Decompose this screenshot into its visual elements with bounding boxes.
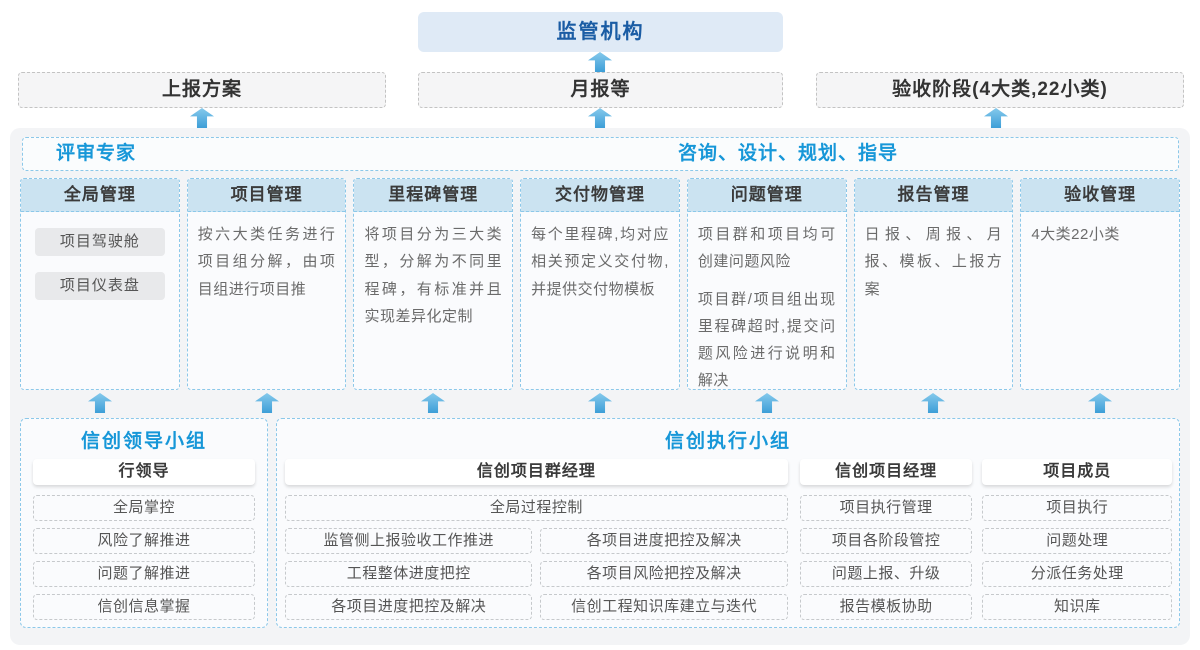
leadership-title: 信创领导小组 xyxy=(80,431,207,452)
column-paragraph: 按六大类任务进行项目组分解，由项目组进行项目推 xyxy=(197,226,336,298)
column-body: 按六大类任务进行项目组分解，由项目组进行项目推 xyxy=(188,212,346,322)
column-body: 项目群和项目均可创建问题风险 项目群/项目组出现里程碑超时,提交问题风险进行说明… xyxy=(688,212,846,390)
program-item-full: 全局过程控制 xyxy=(285,495,788,521)
report-box-acceptance: 验收阶段(4大类,22小类) xyxy=(816,72,1184,108)
leadership-group: 信创领导小组 行领导 全局掌控 风险了解推进 问题了解推进 信创信息掌握 xyxy=(20,418,268,628)
platform-container: 评审专家 咨询、设计、规划、指导 全局管理 项目驾驶舱 项目仪表盘 项目管理 按… xyxy=(10,128,1190,645)
arrow-up-icon xyxy=(190,108,214,128)
column-title: 报告管理 xyxy=(854,179,1013,212)
column-deliverable-mgmt: 交付物管理 每个里程碑,均对应相关预定义交付物,并提供交付物模板 xyxy=(520,178,680,390)
column-global-mgmt: 全局管理 项目驾驶舱 项目仪表盘 xyxy=(20,178,180,390)
program-item: 各项目风险把控及解决 xyxy=(540,561,788,587)
leadership-item: 信创信息掌握 xyxy=(33,594,255,620)
program-manager-column: 信创项目群经理 全局过程控制 监管侧上报验收工作推进 各项目进度把控及解决 工程… xyxy=(285,459,788,627)
leadership-item: 问题了解推进 xyxy=(33,561,255,587)
member-item: 知识库 xyxy=(982,594,1172,620)
pm-item: 报告模板协助 xyxy=(799,594,973,620)
global-pill-dashboard: 项目仪表盘 xyxy=(35,272,165,300)
program-item: 监管侧上报验收工作推进 xyxy=(285,528,533,554)
column-title: 交付物管理 xyxy=(521,179,679,212)
program-item: 信创工程知识库建立与迭代 xyxy=(540,594,788,620)
column-paragraph: 4大类22小类 xyxy=(1031,226,1120,243)
report-box-monthly: 月报等 xyxy=(418,72,783,108)
column-body: 日报、周报、月报、模板、上报方案 xyxy=(855,212,1013,322)
platform-header-band: 评审专家 咨询、设计、规划、指导 xyxy=(22,137,1179,171)
pm-item: 问题上报、升级 xyxy=(799,561,973,587)
column-title: 里程碑管理 xyxy=(354,179,513,212)
execution-columns: 信创项目群经理 全局过程控制 监管侧上报验收工作推进 各项目进度把控及解决 工程… xyxy=(277,459,1179,627)
column-paragraph: 项目群和项目均可创建问题风险 xyxy=(697,226,836,271)
column-body: 将项目分为三大类型，分解为不同里程碑，有标准并且实现差异化定制 xyxy=(354,212,512,349)
role-pill-bank-leader: 行领导 xyxy=(33,459,255,485)
module-columns: 全局管理 项目驾驶舱 项目仪表盘 项目管理 按六大类任务进行项目组分解，由项目组… xyxy=(20,178,1181,390)
pm-item: 项目执行管理 xyxy=(799,495,973,521)
member-item: 分派任务处理 xyxy=(982,561,1172,587)
arrow-up-icon xyxy=(984,108,1008,128)
regulator-box: 监管机构 xyxy=(418,12,783,52)
column-title: 项目管理 xyxy=(187,179,346,212)
column-report-mgmt: 报告管理 日报、周报、月报、模板、上报方案 xyxy=(853,178,1014,390)
execution-title: 信创执行小组 xyxy=(664,431,791,452)
arrow-up-icon xyxy=(588,52,612,72)
column-milestone-mgmt: 里程碑管理 将项目分为三大类型，分解为不同里程碑，有标准并且实现差异化定制 xyxy=(353,178,514,390)
consult-design-label: 咨询、设计、规划、指导 xyxy=(678,143,899,164)
column-title: 验收管理 xyxy=(1021,179,1180,212)
program-item: 各项目进度把控及解决 xyxy=(285,594,533,620)
pm-item: 项目各阶段管控 xyxy=(799,528,973,554)
column-issue-mgmt: 问题管理 项目群和项目均可创建问题风险 项目群/项目组出现里程碑超时,提交问题风… xyxy=(686,178,847,390)
column-body: 每个里程碑,均对应相关预定义交付物,并提供交付物模板 xyxy=(521,212,679,322)
global-pill-cockpit: 项目驾驶舱 xyxy=(35,228,165,256)
leadership-item: 全局掌控 xyxy=(33,495,255,521)
project-manager-column: 信创项目经理 项目执行管理 项目各阶段管控 问题上报、升级 报告模板协助 xyxy=(799,459,973,627)
report-box-plan: 上报方案 xyxy=(18,72,386,108)
role-pill-project-manager: 信创项目经理 xyxy=(799,459,973,485)
column-title: 全局管理 xyxy=(21,179,179,212)
column-project-mgmt: 项目管理 按六大类任务进行项目组分解，由项目组进行项目推 xyxy=(186,178,347,390)
column-acceptance-mgmt: 验收管理 4大类22小类 xyxy=(1020,178,1181,390)
arrow-up-icon xyxy=(588,108,612,128)
project-member-column: 项目成员 项目执行 问题处理 分派任务处理 知识库 xyxy=(982,459,1172,627)
program-item-grid: 监管侧上报验收工作推进 各项目进度把控及解决 工程整体进度把控 各项目风险把控及… xyxy=(285,528,788,627)
role-pill-program-manager: 信创项目群经理 xyxy=(285,459,788,485)
column-body: 4大类22小类 xyxy=(1021,212,1179,267)
role-pill-project-member: 项目成员 xyxy=(982,459,1172,485)
program-item: 各项目进度把控及解决 xyxy=(540,528,788,554)
column-paragraph: 每个里程碑,均对应相关预定义交付物,并提供交付物模板 xyxy=(531,226,669,298)
review-experts-label: 评审专家 xyxy=(56,143,137,164)
leadership-item: 风险了解推进 xyxy=(33,528,255,554)
column-paragraph: 日报、周报、月报、模板、上报方案 xyxy=(864,226,1003,298)
program-item: 工程整体进度把控 xyxy=(285,561,533,587)
column-paragraph: 将项目分为三大类型，分解为不同里程碑，有标准并且实现差异化定制 xyxy=(364,226,503,325)
column-paragraph: 项目群/项目组出现里程碑超时,提交问题风险进行说明和解决 xyxy=(697,290,836,390)
execution-group: 信创执行小组 信创项目群经理 全局过程控制 监管侧上报验收工作推进 各项目进度把… xyxy=(276,418,1180,628)
column-title: 问题管理 xyxy=(687,179,846,212)
member-item: 问题处理 xyxy=(982,528,1172,554)
member-item: 项目执行 xyxy=(982,495,1172,521)
